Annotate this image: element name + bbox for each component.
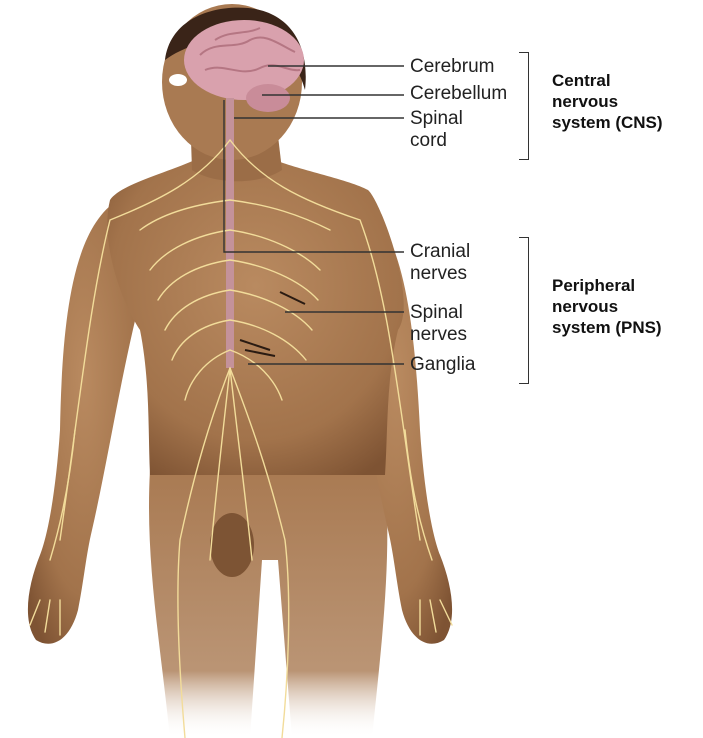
group-pns-line1: Peripheral: [552, 276, 635, 295]
label-ganglia: Ganglia: [410, 355, 476, 375]
label-cerebrum: Cerebrum: [410, 57, 494, 77]
label-cranial-nerves-line1: Cranial: [410, 242, 470, 262]
label-spinal-nerves-line2: nerves: [410, 325, 467, 345]
torso: [107, 160, 403, 475]
group-pns-line3: system (PNS): [552, 318, 662, 337]
label-spinal-cord-line1: Spinal: [410, 109, 463, 129]
label-cerebellum: Cerebellum: [410, 84, 507, 104]
cerebellum-shape: [246, 84, 290, 112]
legs: [149, 470, 387, 738]
label-spinal-cord-line2: cord: [410, 131, 447, 151]
spinal-cord-shape: [226, 98, 234, 368]
cns-bracket: [519, 52, 529, 160]
label-cranial-nerves-line2: nerves: [410, 264, 467, 284]
pns-bracket: [519, 237, 529, 384]
group-cns-line2: nervous: [552, 92, 618, 111]
label-spinal-nerves-line1: Spinal: [410, 303, 463, 323]
group-cns-line3: system (CNS): [552, 113, 663, 132]
group-cns-line1: Central: [552, 71, 611, 90]
group-pns-line2: nervous: [552, 297, 618, 316]
